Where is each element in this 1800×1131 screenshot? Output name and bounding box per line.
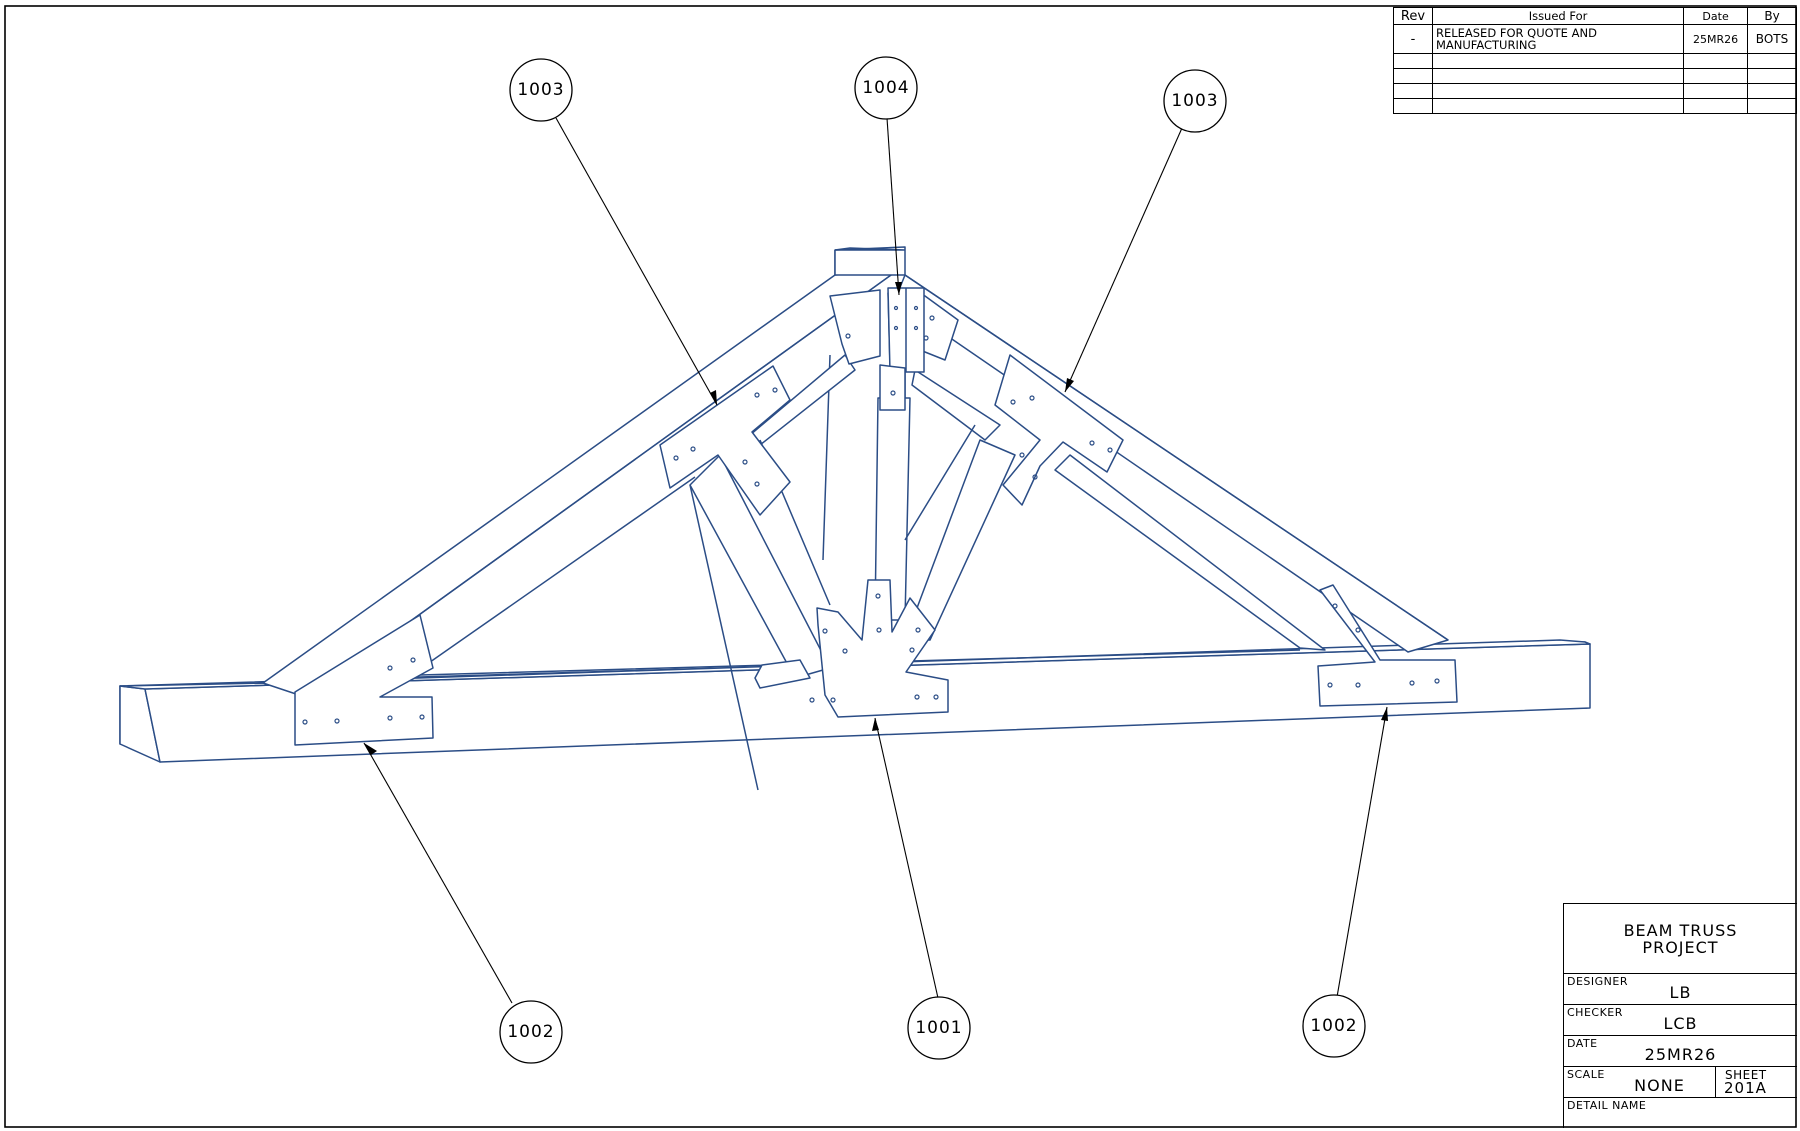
detail-name-label: DETAIL NAME <box>1567 1099 1647 1112</box>
bottom-chord-top-edge <box>419 649 1301 676</box>
issued-for-cell <box>1431 83 1685 99</box>
callout-label: 1004 <box>862 78 909 98</box>
right-t-plate <box>994 354 1124 506</box>
issued-for-cell <box>1431 68 1685 84</box>
left-strut-line <box>759 439 831 606</box>
title-block: BEAM TRUSS PROJECT DESIGNER LB CHECKER L… <box>1563 903 1797 1128</box>
callout-1002-bottom-right[interactable]: 1002 <box>1302 994 1366 1058</box>
callout-1003-top-right[interactable]: 1003 <box>1163 69 1227 133</box>
rev-cell: - <box>1393 24 1433 54</box>
issued-for-cell <box>1431 53 1685 69</box>
right-upper-strut <box>911 369 1001 441</box>
scale-cell: SCALE NONE <box>1564 1067 1716 1097</box>
rev-cell <box>1393 53 1433 69</box>
center-gusset-plate <box>809 579 949 718</box>
left-heel-plate <box>294 614 434 746</box>
top-left-gusset <box>829 289 881 365</box>
date-cell <box>1683 98 1749 114</box>
left-heel-block <box>754 659 811 689</box>
date-row: DATE 25MR26 <box>1564 1036 1797 1067</box>
left-t-plate <box>659 365 791 516</box>
date-cell <box>1683 68 1749 84</box>
right-heel-plate <box>1317 584 1458 707</box>
callout-1004-top-center[interactable]: 1004 <box>854 56 918 120</box>
date-label: DATE <box>1567 1037 1598 1050</box>
callout-label: 1002 <box>507 1022 554 1042</box>
by-cell: BOTS <box>1747 24 1797 54</box>
date-cell: 25MR26 <box>1683 24 1749 54</box>
by-cell <box>1747 53 1797 69</box>
date-cell <box>1683 53 1749 69</box>
detail-name-row: DETAIL NAME <box>1564 1098 1797 1126</box>
revision-row <box>1393 83 1797 99</box>
issued-for-header: Issued For <box>1431 7 1685 25</box>
checker-row: CHECKER LCB <box>1564 1005 1797 1036</box>
peak-gusset <box>879 287 959 411</box>
callout-label: 1003 <box>1171 91 1218 111</box>
date-cell <box>1683 83 1749 99</box>
revision-row <box>1393 68 1797 84</box>
truss-assembly <box>119 246 1591 791</box>
checker-value: LCB <box>1663 1014 1698 1033</box>
callout-label: 1001 <box>915 1018 962 1038</box>
issued-for-cell: RELEASED FOR QUOTE AND MANUFACTURING <box>1431 24 1685 54</box>
date-header: Date <box>1683 7 1749 25</box>
sheet-label: SHEET <box>1725 1068 1767 1082</box>
checker-label: CHECKER <box>1567 1006 1623 1019</box>
rev-header: Rev <box>1393 7 1433 25</box>
by-cell <box>1747 98 1797 114</box>
callout-1001-bottom-center[interactable]: 1001 <box>907 996 971 1060</box>
scale-value: NONE <box>1634 1076 1685 1095</box>
scale-sheet-row: SCALE NONE SHEET 201A <box>1564 1067 1797 1098</box>
right-web-brace <box>904 439 1016 641</box>
callout-label: 1002 <box>1310 1016 1357 1036</box>
sheet-cell: SHEET 201A <box>1716 1067 1797 1097</box>
rev-cell <box>1393 68 1433 84</box>
callout-1003-top-left[interactable]: 1003 <box>509 58 573 122</box>
sheet-border <box>4 5 1797 1128</box>
project-name: BEAM TRUSS PROJECT <box>1564 904 1797 974</box>
left-lower-web <box>379 476 696 698</box>
rev-cell <box>1393 83 1433 99</box>
right-lower-web <box>1054 454 1326 651</box>
rev-cell <box>1393 98 1433 114</box>
revision-row <box>1393 98 1797 114</box>
callout-1002-bottom-left[interactable]: 1002 <box>499 1000 563 1064</box>
designer-row: DESIGNER LB <box>1564 974 1797 1005</box>
callout-label: 1003 <box>517 80 564 100</box>
by-header: By <box>1747 7 1797 25</box>
by-cell <box>1747 83 1797 99</box>
left-rafter <box>262 246 906 698</box>
date-value: 25MR26 <box>1644 1045 1717 1064</box>
revision-row: - RELEASED FOR QUOTE AND MANUFACTURING 2… <box>1393 24 1797 54</box>
designer-value: LB <box>1669 983 1692 1002</box>
revision-table: Rev Issued For Date By - RELEASED FOR QU… <box>1393 7 1797 114</box>
issued-for-cell <box>1431 98 1685 114</box>
revision-row <box>1393 53 1797 69</box>
right-strut-line <box>904 424 976 541</box>
scale-label: SCALE <box>1567 1068 1605 1081</box>
designer-label: DESIGNER <box>1567 975 1628 988</box>
by-cell <box>1747 68 1797 84</box>
sheet-number: 201A <box>1724 1079 1767 1097</box>
revision-header-row: Rev Issued For Date By <box>1393 7 1797 25</box>
callout-leaders <box>363 117 1388 1004</box>
